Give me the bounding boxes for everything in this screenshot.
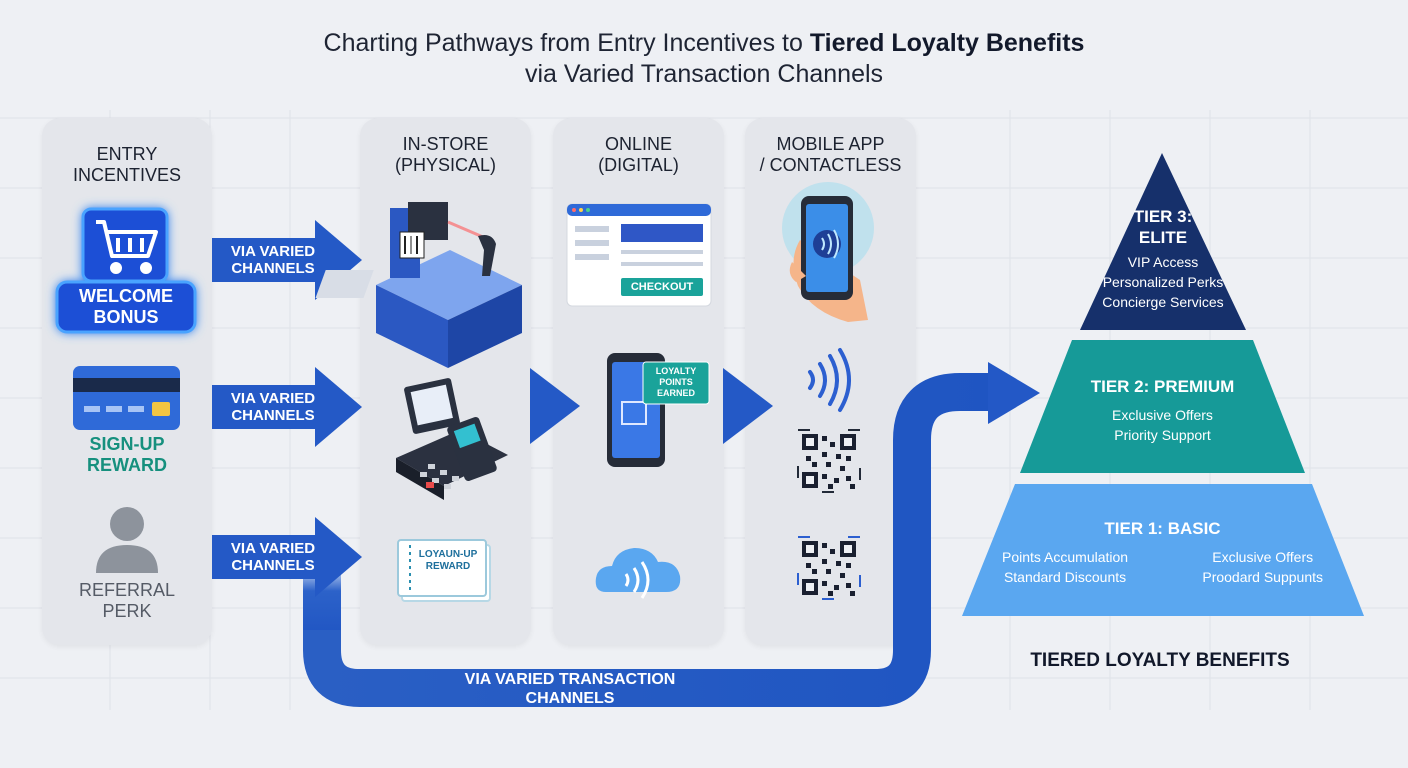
entry-arrow-1 — [212, 220, 362, 300]
instore-heading: IN-STORE (PHYSICAL) — [394, 134, 497, 175]
transaction-path-label: VIA VARIED TRANSACTION CHANNELS — [464, 671, 676, 707]
credit-card-icon — [73, 366, 180, 430]
tier3-text: TIER 3: ELITE VIP Access Personalized Pe… — [1102, 207, 1224, 310]
phone-loyalty-icon — [607, 353, 710, 467]
entry-arrow-3 — [212, 517, 362, 597]
ticket-icon — [397, 539, 491, 602]
checkout-button: CHECKOUT — [630, 281, 694, 293]
tier1-block — [962, 484, 1364, 616]
qr-code-icon-2 — [797, 536, 861, 600]
diagram-title: Charting Pathways from Entry Incentives … — [0, 28, 1408, 90]
qr-code-icon-1 — [797, 429, 861, 493]
channel-arrow-1 — [530, 368, 580, 444]
phone-nfc-icon — [782, 182, 874, 322]
welcome-bonus-label: WELCOME BONUS — [79, 286, 173, 327]
pos-counter-icon — [315, 202, 522, 368]
tier3-block — [1080, 153, 1246, 330]
referral-perk-label: REFERRAL PERK — [78, 580, 176, 621]
tier2-text: TIER 2: PREMIUM Exclusive Offers Priorit… — [1090, 377, 1235, 443]
loyalty-points-badge: LOYALTY POINTS EARNED — [655, 366, 697, 398]
person-icon — [96, 507, 158, 573]
arrow-label-1: VIA VARIED CHANNELS — [230, 243, 316, 277]
tiered-benefits-label: TIERED LOYALTY BENEFITS — [1030, 650, 1290, 671]
cart-icon — [96, 220, 158, 274]
entry-arrow-2 — [212, 367, 362, 447]
tier1-text: TIER 1: BASIC Points Accumulation Standa… — [1002, 519, 1323, 585]
browser-window-icon — [566, 203, 712, 307]
title-prefix: Charting Pathways from Entry Incentives … — [323, 29, 810, 57]
online-heading: ONLINE (DIGITAL) — [598, 134, 679, 175]
entry-heading: ENTRY INCENTIVES — [72, 144, 182, 185]
title-line2: via Varied Transaction Channels — [524, 60, 884, 88]
cloud-icon — [595, 548, 681, 599]
mobile-heading: MOBILE APP / CONTACTLESS — [759, 134, 902, 175]
arrow-label-3: VIA VARIED CHANNELS — [230, 540, 316, 574]
transaction-path-arrow — [303, 373, 990, 707]
title-bold: Tiered Loyalty Benefits — [809, 29, 1085, 57]
signup-reward-label: SIGN-UP REWARD — [87, 434, 167, 475]
contactless-icon — [808, 348, 851, 412]
tier2-block — [1020, 340, 1305, 473]
arrow-label-2: VIA VARIED CHANNELS — [230, 390, 316, 424]
path-arrowhead — [988, 362, 1040, 424]
ticket-text: LOYAUN-UP REWARD — [418, 549, 478, 572]
channel-arrow-2 — [723, 368, 773, 444]
card-terminal-icon — [396, 378, 508, 500]
